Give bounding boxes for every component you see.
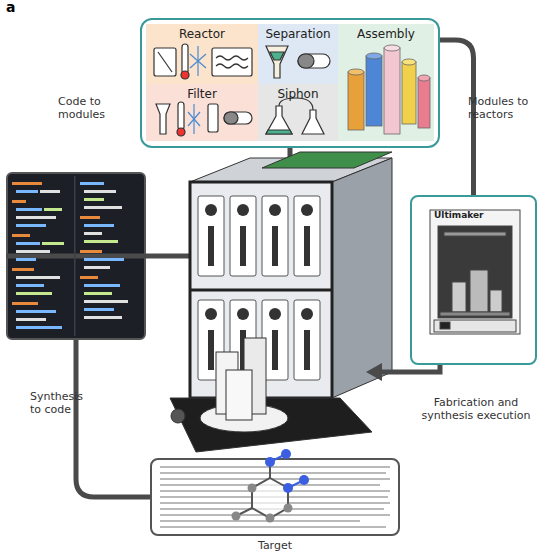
tile-title: Separation: [258, 24, 338, 41]
module-tile: Reactor: [146, 24, 258, 84]
code-editor: [6, 172, 146, 340]
brand-text: Ultimaker: [434, 210, 484, 220]
edge-label: Modules to reactors: [468, 95, 538, 121]
target-box: Target: [150, 458, 400, 536]
node-caption: Target: [152, 539, 398, 552]
module-panel: ReactorSeparationAssemblyFilterSiphon: [140, 18, 440, 148]
step-label: Fabrication and synthesis execution: [418, 396, 534, 422]
module-tile: Assembly: [338, 24, 434, 141]
edge-label: Code to modules: [58, 95, 120, 121]
cycle-connector: [76, 340, 150, 497]
module-tile: Siphon: [258, 84, 338, 141]
robot-platform: [170, 152, 392, 452]
tile-title: Filter: [146, 84, 258, 101]
fabrication-arrow: [366, 363, 440, 381]
tile-title: Reactor: [146, 24, 258, 41]
module-tile: Separation: [258, 24, 338, 84]
panel-letter: a: [6, 1, 26, 14]
tile-title: Siphon: [258, 84, 338, 101]
edge-label: Synthesis to code: [30, 390, 96, 416]
tile-title: Assembly: [338, 24, 434, 41]
module-tile: Filter: [146, 84, 258, 141]
printer-box: Ultimaker: [410, 195, 537, 365]
connector-line: [76, 340, 150, 497]
